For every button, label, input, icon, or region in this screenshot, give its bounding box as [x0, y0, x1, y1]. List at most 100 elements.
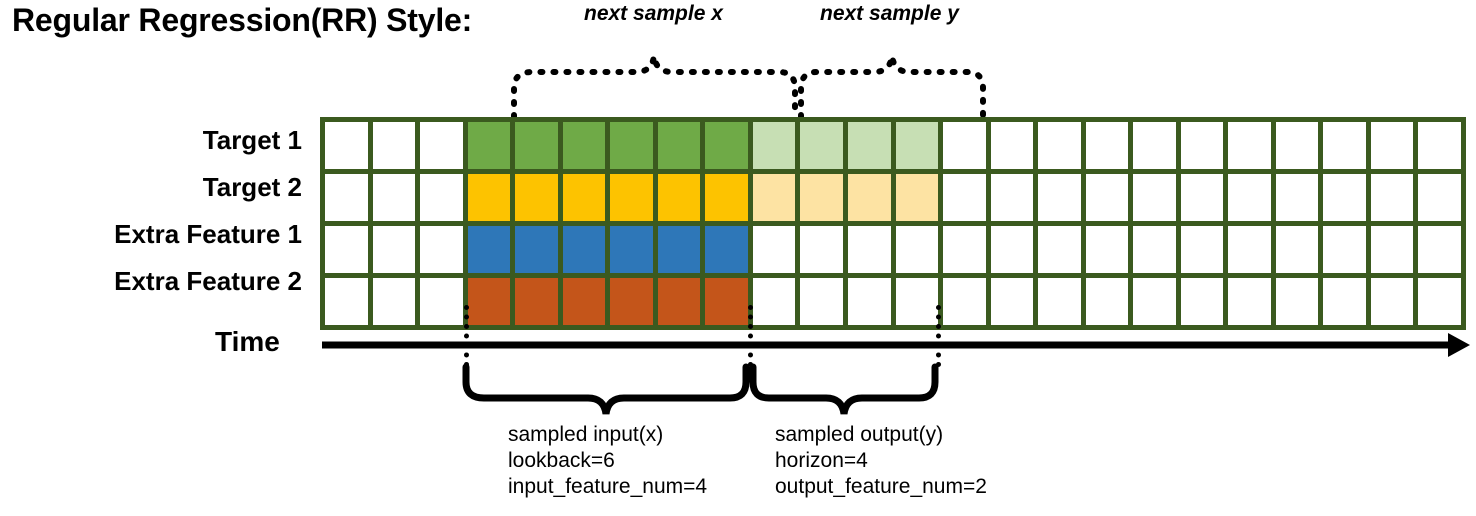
grid-cell-r4-c9 [705, 278, 748, 325]
grid-cell-r2-c3 [420, 174, 463, 221]
grid-cell-r4-c5 [515, 278, 558, 325]
grid-cell-r1-c11 [800, 122, 843, 169]
grid-cell-r3-c10 [752, 226, 796, 273]
grid-cell-r2-c11 [800, 174, 843, 221]
grid-cell-r2-c17 [1085, 174, 1129, 221]
grid-cell-r3-c13 [895, 226, 939, 273]
sampled-input-line-2: lookback=6 [508, 449, 615, 472]
grid-cell-r4-c14 [943, 278, 986, 325]
grid-cell-r3-c3 [420, 226, 463, 273]
grid-cell-r3-c14 [943, 226, 986, 273]
grid-cell-r2-c22 [1323, 174, 1366, 221]
grid-cell-r1-c3 [420, 122, 463, 169]
sampled-input-annotation: sampled input(x) lookback=6 input_featur… [508, 422, 707, 500]
grid-cell-r1-c8 [657, 122, 701, 169]
grid-cell-r2-c7 [610, 174, 653, 221]
grid-cell-r1-c19 [1180, 122, 1224, 169]
grid-cell-r4-c2 [372, 278, 416, 325]
timeline-grid [320, 117, 1466, 330]
grid-cell-r1-c4 [467, 122, 511, 169]
grid-cell-r3-c18 [1133, 226, 1176, 273]
grid-cell-r2-c13 [895, 174, 939, 221]
grid-cell-r2-c21 [1275, 174, 1319, 221]
row-label-column: Target 1 Target 2 Extra Feature 1 Extra … [0, 117, 312, 305]
grid-cell-r4-c10 [752, 278, 796, 325]
grid-cell-r1-c9 [705, 122, 748, 169]
grid-cell-r3-c16 [1038, 226, 1081, 273]
grid-cell-r3-c23 [1370, 226, 1414, 273]
grid-cell-r4-c16 [1038, 278, 1081, 325]
grid-cell-r3-c19 [1180, 226, 1224, 273]
grid-cell-r3-c24 [1418, 226, 1461, 273]
output-window-end-guide [936, 305, 941, 367]
grid-cell-r1-c7 [610, 122, 653, 169]
grid-cell-r4-c7 [610, 278, 653, 325]
row-label-extra-feature-2: Extra Feature 2 [114, 266, 302, 296]
grid-cell-r1-c5 [515, 122, 558, 169]
grid-cell-r1-c18 [1133, 122, 1176, 169]
grid-cell-r2-c19 [1180, 174, 1224, 221]
row-label-extra-feature-1: Extra Feature 1 [114, 219, 302, 249]
grid-cell-r1-c2 [372, 122, 416, 169]
page-title: Regular Regression(RR) Style: [12, 2, 473, 38]
grid-cell-r4-c23 [1370, 278, 1414, 325]
grid-cell-r4-c18 [1133, 278, 1176, 325]
grid-cell-r3-c8 [657, 226, 701, 273]
grid-cell-r2-c8 [657, 174, 701, 221]
sampled-output-line-3: output_feature_num=2 [775, 475, 987, 498]
grid-cell-r2-c16 [1038, 174, 1081, 221]
grid-cell-r2-c18 [1133, 174, 1176, 221]
sampled-output-line-1: sampled output(y) [775, 423, 944, 446]
grid-cell-r1-c23 [1370, 122, 1414, 169]
sampled-output-annotation: sampled output(y) horizon=4 output_featu… [775, 422, 987, 500]
grid-cell-r3-c21 [1275, 226, 1319, 273]
grid-cell-r1-c21 [1275, 122, 1319, 169]
grid-cell-r3-c1 [325, 226, 368, 273]
grid-cell-r1-c22 [1323, 122, 1366, 169]
grid-cell-r1-c13 [895, 122, 939, 169]
grid-cell-r4-c15 [990, 278, 1034, 325]
next-sample-y-brace [798, 55, 986, 120]
time-axis-label: Time [215, 326, 280, 357]
sampled-input-line-3: input_feature_num=4 [508, 475, 708, 498]
grid-cell-r2-c1 [325, 174, 368, 221]
grid-cell-r1-c12 [847, 122, 891, 169]
right-arrow-icon [1448, 333, 1470, 357]
grid-cell-r3-c15 [990, 226, 1034, 273]
grid-cell-r4-c21 [1275, 278, 1319, 325]
next-sample-x-brace [511, 55, 798, 120]
grid-cell-r3-c9 [705, 226, 748, 273]
sampled-output-line-2: horizon=4 [775, 449, 868, 472]
grid-cell-r3-c7 [610, 226, 653, 273]
grid-cell-r3-c2 [372, 226, 416, 273]
grid-cell-r1-c17 [1085, 122, 1129, 169]
input-window-start-guide [464, 305, 469, 367]
grid-cell-r2-c5 [515, 174, 558, 221]
grid-cell-r1-c1 [325, 122, 368, 169]
grid-cell-r2-c23 [1370, 174, 1414, 221]
grid-cell-r4-c20 [1228, 278, 1271, 325]
grid-cell-r1-c14 [943, 122, 986, 169]
grid-cell-r4-c11 [800, 278, 843, 325]
grid-cell-r3-c5 [515, 226, 558, 273]
row-label-target-1: Target 1 [202, 125, 302, 155]
grid-cell-r4-c13 [895, 278, 939, 325]
grid-cell-r4-c22 [1323, 278, 1366, 325]
grid-cell-r1-c24 [1418, 122, 1461, 169]
grid-cell-r4-c4 [467, 278, 511, 325]
grid-cell-r4-c8 [657, 278, 701, 325]
input-window-end-guide [748, 305, 753, 367]
grid-cell-r4-c1 [325, 278, 368, 325]
grid-cell-r2-c24 [1418, 174, 1461, 221]
grid-cell-r2-c9 [705, 174, 748, 221]
grid-cell-r3-c12 [847, 226, 891, 273]
grid-cell-r2-c10 [752, 174, 796, 221]
grid-cell-r2-c2 [372, 174, 416, 221]
grid-cell-r2-c6 [562, 174, 606, 221]
grid-cell-r4-c17 [1085, 278, 1129, 325]
grid-cell-r4-c19 [1180, 278, 1224, 325]
grid-cell-r3-c11 [800, 226, 843, 273]
grid-cell-r4-c6 [562, 278, 606, 325]
grid-cell-r1-c16 [1038, 122, 1081, 169]
